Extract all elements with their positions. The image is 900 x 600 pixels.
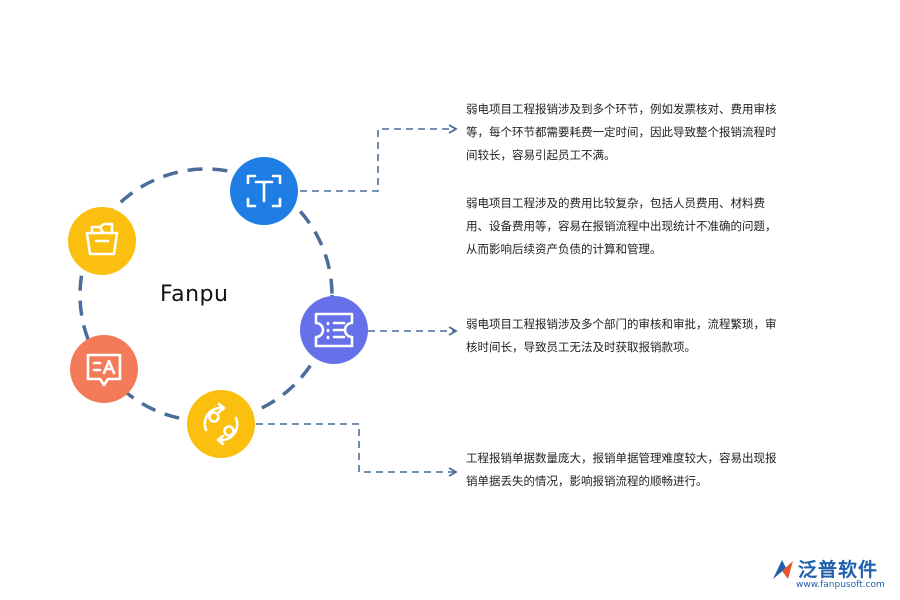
node-ticket (300, 296, 368, 364)
description-3: 弱电项目工程报销涉及多个部门的审核和审批，流程繁琐，审核时间长，导致员工无法及时… (466, 317, 777, 354)
node-basket (68, 207, 136, 275)
refresh-cycle-icon (203, 402, 239, 446)
center-label: Fanpu (160, 282, 229, 307)
dashed-ring (78, 167, 334, 423)
ticket-list-icon (314, 312, 354, 348)
brand-name: 泛普软件 (798, 559, 879, 581)
connector-1 (300, 124, 458, 192)
node-circle (187, 390, 255, 458)
node-cycle (187, 390, 255, 458)
description-1: 弱电项目工程报销涉及到多个环节，例如发票核对、费用审核等，每个环节都需要耗费一定… (466, 102, 777, 162)
node-message (70, 335, 138, 403)
brand-logo: 泛普软件 www.fanpusoft.com (770, 555, 895, 597)
basket-icon (85, 222, 119, 256)
connector-3 (256, 423, 458, 477)
node-text (230, 157, 298, 225)
description-2: 弱电项目工程涉及的费用比较复杂，包括人员费用、材料费用、设备费用等，容易在报销流… (466, 196, 777, 256)
text-message-icon (86, 353, 122, 387)
node-circle (70, 335, 138, 403)
brand-url: www.fanpusoft.com (796, 580, 885, 590)
description-4: 工程报销单据数量庞大，报销单据管理难度较大，容易出现报销单据丢失的情况，影响报销… (466, 451, 777, 488)
brand-mark-icon (773, 560, 793, 579)
text-icon (246, 174, 282, 208)
connectors (256, 124, 458, 477)
